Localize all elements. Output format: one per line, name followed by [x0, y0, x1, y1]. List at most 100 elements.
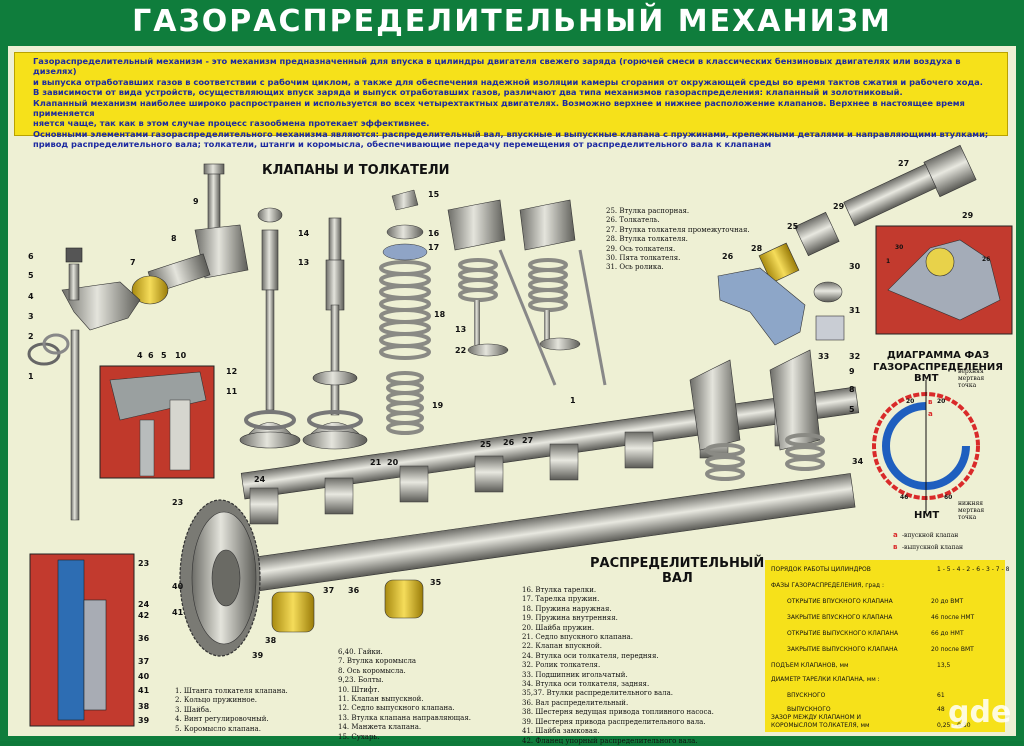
callout-30: 30: [849, 262, 861, 271]
legend-item: 12. Седло выпускного клапана.: [338, 704, 455, 713]
callout-23b: 23: [138, 559, 150, 568]
intro-line: привод распределительного вала; толкател…: [33, 139, 772, 150]
legend-item: 42. Фланец упорный распределительного ва…: [522, 736, 698, 745]
intro-line: Газораспределительный механизм - это мех…: [33, 56, 961, 77]
callout-8: 8: [171, 234, 177, 243]
legend-item: 31. Ось ролика.: [606, 263, 664, 272]
bdc-label: НМТ: [914, 510, 940, 521]
intro-line: В зависимости от вида устройств, осущест…: [33, 87, 903, 98]
legend-item: 3. Шайба.: [175, 705, 212, 714]
front-cutaway-drawing: [29, 553, 135, 727]
upper-dead-point-label: верхняя мертвая точка: [958, 368, 984, 389]
valves-drawing: [239, 207, 368, 450]
angle-46-label: 46: [900, 494, 909, 501]
callout-36: 36: [348, 586, 360, 595]
callout-41b: 41: [138, 686, 150, 695]
callout-39b: 39: [138, 716, 150, 725]
intro-line: и выпуска отработавших газов в соответст…: [33, 76, 983, 87]
callout-1b: 1: [570, 396, 576, 405]
rocker-towers-drawing: [689, 349, 825, 481]
spec-label: ДИАМЕТР ТАРЕЛКИ КЛАПАНА, мм :: [771, 676, 880, 683]
timing-diagram-title-line: ДИАГРАММА ФАЗ: [886, 350, 990, 361]
camshaft-section-title-2: ВАЛ: [662, 571, 693, 586]
legend-item: 22. Клапан впускной.: [522, 642, 602, 651]
valve-keepers-drawing: [382, 189, 428, 261]
legend-exhaust: -выпускной клапан: [902, 544, 964, 551]
upper-dead-point-line: верхняя: [958, 368, 984, 375]
callout-24: 24: [254, 475, 266, 484]
callout-7: 7: [130, 258, 136, 267]
legend-item: 34. Втулка оси толкателя, задняя.: [522, 680, 650, 689]
spec-value: 46 после НМТ: [931, 614, 975, 621]
spec-row: ФАЗЫ ГАЗОРАСПРЕДЕЛЕНИЯ, град :: [771, 582, 1001, 589]
camshaft-drawing: [196, 386, 860, 600]
callout-41: 41: [172, 608, 184, 617]
spec-label: ОТКРЫТИЕ ВПУСКНОГО КЛАПАНА: [787, 598, 893, 605]
springs-drawing: [379, 260, 431, 435]
legend-item: 8. Ось коромысла.: [338, 666, 406, 675]
upper-dead-point-line: точка: [958, 382, 977, 389]
callout-11: 11: [226, 387, 238, 396]
legend-item: 9,23. Болты.: [338, 676, 384, 685]
callout-10: 10: [175, 351, 187, 360]
legend-item: 26. Толкатель.: [606, 216, 660, 225]
valve-timing-diagram: [872, 380, 980, 512]
legend-item: 25. Втулка распорная.: [606, 207, 690, 215]
spec-label: ЗАКРЫТИЕ ВЫПУСКНОГО КЛАПАНА: [787, 646, 898, 653]
spec-row: ЗАЗОР МЕЖДУ КЛАПАНОМ И: [771, 714, 1001, 721]
cam-gear-drawing: [179, 499, 261, 657]
callout-26: 26: [722, 252, 734, 261]
legend-intake: -впускной клапан: [902, 532, 959, 539]
cam-bushings-drawing: [271, 579, 424, 633]
callout-5c: 5: [849, 405, 855, 414]
camshaft-section-title-1: РАСПРЕДЕЛИТЕЛЬНЫЙ: [590, 556, 765, 571]
legend-item: 17. Тарелка пружин.: [522, 595, 600, 604]
legend-mark-a: а: [893, 531, 898, 539]
lower-dead-point-line: нижняя: [958, 500, 984, 507]
rocker-arm-drawing: [27, 163, 249, 521]
legend-item: 7. Втулка коромысла: [338, 657, 417, 666]
angle-20-label: 20: [937, 398, 946, 405]
callout-33: 33: [818, 352, 830, 361]
legend-item: 24. Втулка оси толкателя, передняя.: [522, 651, 659, 660]
callout-26b: 26: [503, 438, 515, 447]
callout-38b: 38: [138, 702, 150, 711]
lower-dead-point-line: мертвая: [958, 507, 985, 514]
callout-22: 22: [455, 346, 467, 355]
spec-value: 13,5: [937, 662, 951, 669]
callout-25: 25: [787, 222, 799, 231]
legend-item: 32. Ролик толкателя.: [522, 661, 601, 670]
callout-23: 23: [172, 498, 184, 507]
intro-line: Клапанный механизм наиболее широко распр…: [33, 97, 965, 119]
spec-value: 61: [937, 692, 945, 699]
callout-28: 28: [751, 244, 763, 253]
callout-27: 27: [898, 159, 910, 168]
exhaust-mark: в: [928, 398, 933, 406]
inset-callout-26: 26: [982, 256, 991, 263]
callout-42: 42: [138, 611, 150, 620]
legend-item: 29. Ось толкателя.: [606, 244, 676, 253]
legend-item: 1. Штанга толкателя клапана.: [175, 687, 288, 695]
legend-mark-b: в: [893, 543, 898, 551]
legend-item: 15. Сухарь.: [338, 732, 380, 741]
upper-dead-point-line: мертвая: [958, 375, 985, 382]
legend-item: 41. Шайба замковая.: [522, 727, 600, 736]
callout-35: 35: [430, 578, 442, 587]
inset-callout-29: 29: [962, 211, 974, 220]
lower-dead-point-line: точка: [958, 514, 977, 521]
timing-diagram-title: ДИАГРАММА ФАЗ ГАЗОРАСПРЕДЕЛЕНИЯ: [868, 350, 1008, 374]
inset-callout-30: 30: [895, 244, 904, 251]
legend-item: 33. Подшипник игольчатый.: [522, 670, 628, 679]
spec-label: ОТКРЫТИЕ ВЫПУСКНОГО КЛАПАНА: [787, 630, 899, 637]
callout-29: 29: [833, 202, 845, 211]
spec-label: ЗАКРЫТИЕ ВПУСКНОГО КЛАПАНА: [787, 614, 893, 621]
callout-20: 20: [387, 458, 399, 467]
callout-34: 34: [852, 457, 864, 466]
legend-item: 6,40. Гайки.: [338, 648, 383, 656]
spec-value: 20 до ВМТ: [931, 598, 964, 605]
callout-4b: 4: [137, 351, 143, 360]
spec-label: ВЫПУСКНОГО: [787, 706, 831, 713]
